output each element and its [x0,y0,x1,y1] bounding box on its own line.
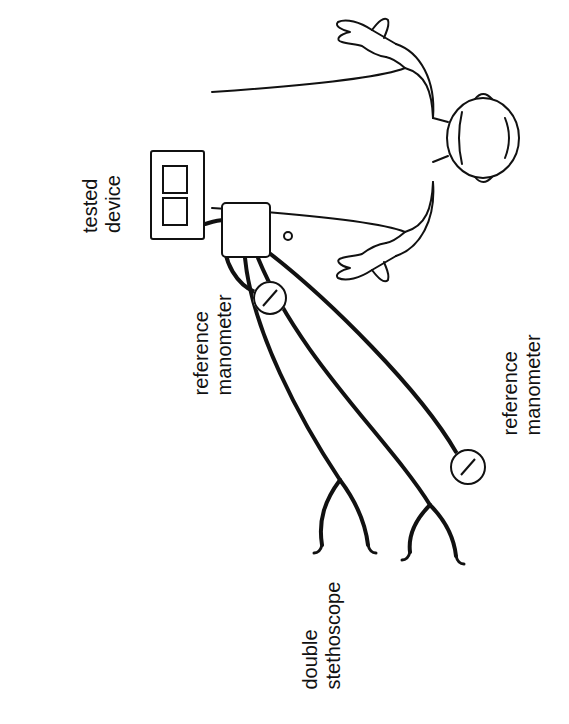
tubing [205,220,456,556]
manometer-gauge: reference manometer [253,281,287,315]
ear-tips [314,545,464,564]
display-digit [163,198,187,225]
part-label: double stethoscope [299,575,345,690]
gauge-face [450,449,486,485]
manometer-gauge: reference manometer [450,449,486,485]
gauge-needle [263,290,277,306]
person-figure [212,19,519,282]
node-label: tested device [79,163,125,233]
chest-piece [284,232,292,240]
node-label: reference manometer [499,321,545,436]
device-box: tested device [150,150,205,240]
gauge-needle [461,459,475,475]
node-label: reference manometer [190,281,236,396]
gauge-face [253,281,287,315]
display-digit [163,166,187,193]
cuff [222,203,270,257]
